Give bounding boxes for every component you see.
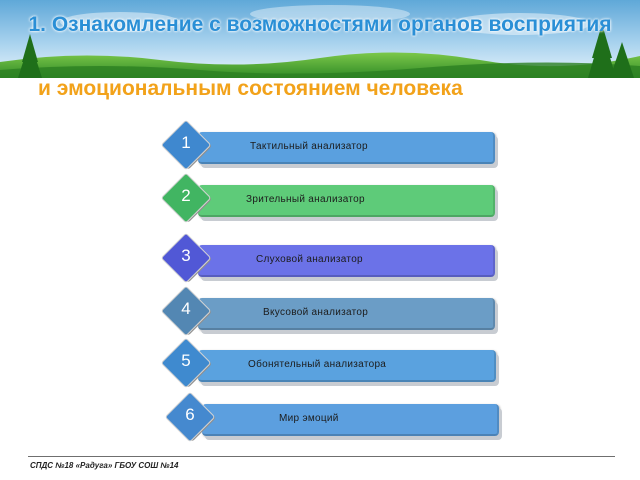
analyzer-label: Зрительный анализатор (246, 194, 365, 205)
number-badge-2: 2 (160, 172, 213, 224)
number-badge-5: 5 (160, 337, 213, 389)
analyzer-bar-5: Обонятельный анализатора (198, 350, 496, 382)
slide-title: 1. Ознакомление с возможностями органов … (28, 13, 612, 36)
badge-number: 1 (181, 133, 191, 152)
analyzer-bar-3: Слуховой анализатор (198, 245, 495, 277)
number-badge-6: 6 (164, 391, 217, 443)
number-badge-3: 3 (160, 232, 213, 284)
analyzer-label: Слуховой анализатор (256, 254, 363, 265)
badge-number: 6 (185, 405, 195, 424)
header-banner (0, 0, 640, 78)
analyzer-bar-4: Вкусовой анализатор (198, 298, 495, 330)
badge-number: 2 (181, 186, 191, 205)
number-badge-4: 4 (160, 285, 213, 337)
analyzer-bar-1: Тактильный анализатор (198, 132, 495, 164)
badge-number: 3 (181, 246, 191, 265)
analyzer-label: Обонятельный анализатора (248, 359, 387, 370)
analyzer-label: Тактильный анализатор (250, 141, 368, 152)
slide-subtitle: и эмоциональным состоянием человека (38, 77, 463, 100)
analyzer-bar-2: Зрительный анализатор (198, 185, 495, 217)
footer-divider (28, 456, 615, 457)
analyzer-bar-6: Мир эмоций (202, 404, 499, 436)
analyzer-label: Вкусовой анализатор (263, 307, 369, 318)
number-badge-1: 1 (160, 119, 213, 171)
badge-number: 4 (181, 299, 191, 318)
footer-text: СПДС №18 «Радуга» ГБОУ СОШ №14 (30, 461, 179, 470)
badge-number: 5 (181, 351, 191, 370)
analyzer-label: Мир эмоций (279, 413, 339, 424)
